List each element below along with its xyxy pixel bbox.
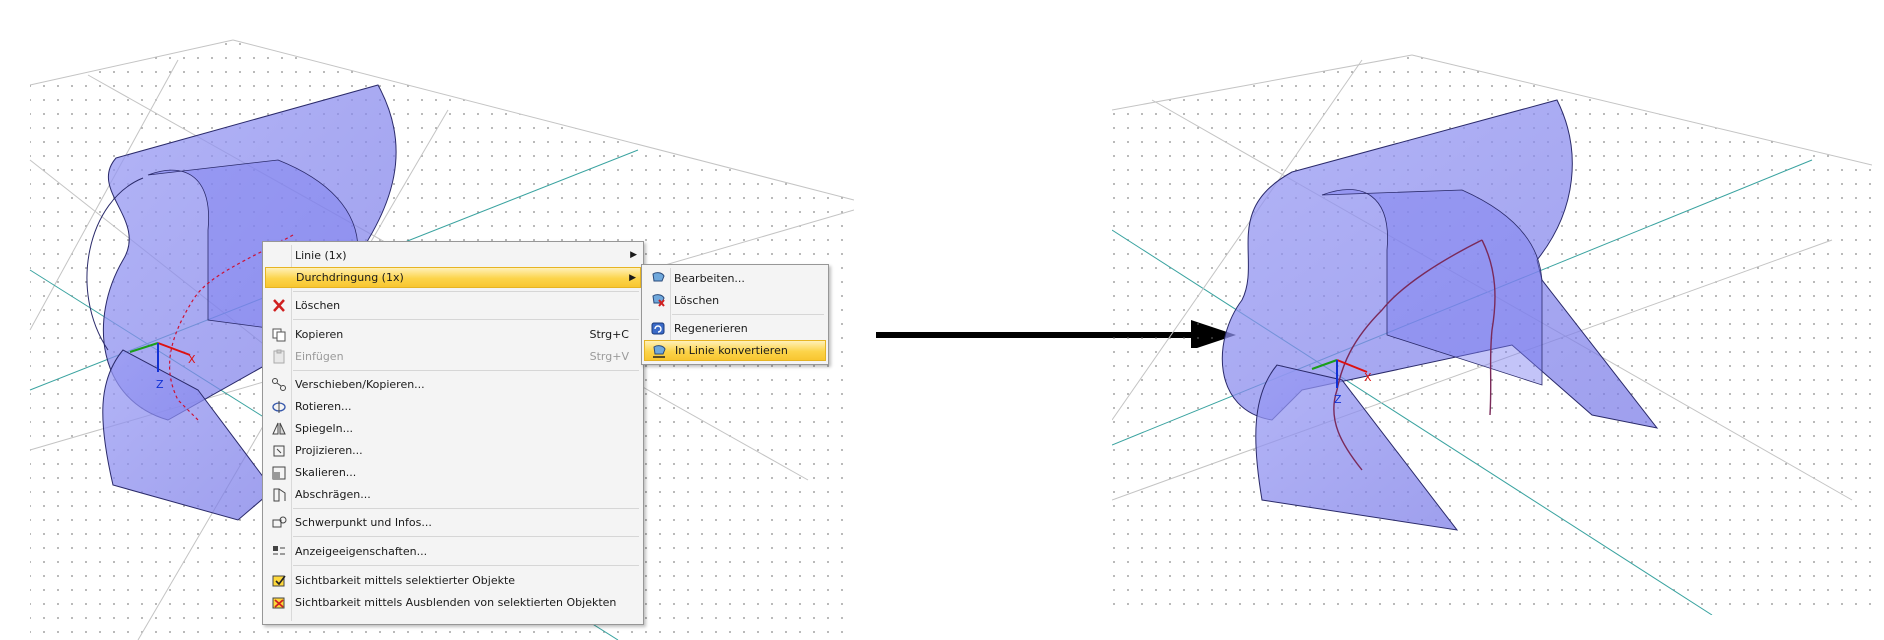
model-view-after[interactable]: X Z: [1112, 0, 1872, 615]
chevron-right-icon: ▶: [630, 250, 637, 260]
centroid-info-icon: [272, 516, 287, 528]
axis-z-label: Z: [1334, 393, 1342, 406]
convert-to-line-icon: [653, 345, 666, 358]
axis-indicator: X Z: [129, 342, 196, 391]
menu-item-line[interactable]: Linie (1x) ▶: [265, 245, 641, 266]
paste-icon: [273, 349, 285, 364]
axis-indicator: X Z: [1311, 359, 1372, 406]
menu-item-display-properties[interactable]: Anzeigeeigenschaften...: [265, 541, 641, 562]
menu-separator: [293, 536, 639, 537]
submenu-item-regenerate[interactable]: Regenerieren: [644, 318, 826, 339]
chevron-right-icon: ▶: [629, 273, 636, 283]
menu-separator: [293, 319, 639, 320]
menu-item-scale[interactable]: Skalieren...: [265, 462, 641, 483]
regenerate-icon: [651, 322, 665, 335]
menu-item-move-copy[interactable]: Verschieben/Kopieren...: [265, 374, 641, 395]
menu-item-shear[interactable]: Abschrägen...: [265, 484, 641, 505]
converted-lines[interactable]: [1333, 239, 1496, 471]
move-copy-icon: [272, 378, 286, 391]
menu-item-project[interactable]: Projizieren...: [265, 440, 641, 461]
menu-separator: [293, 565, 639, 566]
menu-item-paste[interactable]: Einfügen Strg+V: [265, 346, 641, 367]
copy-icon: [272, 328, 286, 342]
menu-item-copy[interactable]: Kopieren Strg+C: [265, 324, 641, 345]
menu-separator: [293, 508, 639, 509]
menu-item-delete[interactable]: Löschen: [265, 295, 641, 316]
submenu-intersection: Bearbeiten... Löschen Regenerieren In Li…: [641, 264, 829, 365]
rotate-icon: [272, 401, 286, 413]
project-icon: [273, 445, 285, 457]
menu-item-visibility-hide-selected[interactable]: Sichtbarkeit mittels Ausblenden von sele…: [265, 592, 641, 613]
submenu-item-convert-to-line[interactable]: In Linie konvertieren: [644, 340, 826, 361]
display-properties-icon: [273, 546, 285, 555]
menu-item-rotate[interactable]: Rotieren...: [265, 396, 641, 417]
visibility-hide-selected-icon: [272, 597, 285, 609]
intersection-line[interactable]: [168, 234, 294, 421]
edit-icon: [652, 272, 665, 282]
scale-icon: [272, 466, 286, 480]
shear-icon: [273, 488, 286, 502]
delete-icon: [273, 299, 285, 312]
axis-x-label: X: [1364, 371, 1372, 384]
viewport-after[interactable]: X Z: [1112, 0, 1872, 615]
menu-item-visibility-selected[interactable]: Sichtbarkeit mittels selektierter Objekt…: [265, 570, 641, 591]
submenu-item-edit[interactable]: Bearbeiten...: [644, 268, 826, 289]
menu-separator: [293, 370, 639, 371]
global-axis-line: [1112, 229, 1713, 615]
menu-item-centroid-info[interactable]: Schwerpunkt und Infos...: [265, 512, 641, 533]
menu-separator: [293, 291, 639, 292]
mirror-icon: [272, 422, 286, 435]
submenu-item-delete[interactable]: Löschen: [644, 290, 826, 311]
delete-icon: [652, 294, 665, 307]
context-menu: Linie (1x) ▶ Durchdringung (1x) ▶ Lösche…: [262, 241, 644, 625]
visibility-selected-icon: [272, 575, 286, 587]
menu-item-intersection[interactable]: Durchdringung (1x) ▶: [265, 267, 641, 288]
menu-item-mirror[interactable]: Spiegeln...: [265, 418, 641, 439]
axis-z-label: Z: [156, 378, 164, 391]
axis-x-label: X: [188, 353, 196, 366]
menu-separator: [672, 314, 824, 315]
